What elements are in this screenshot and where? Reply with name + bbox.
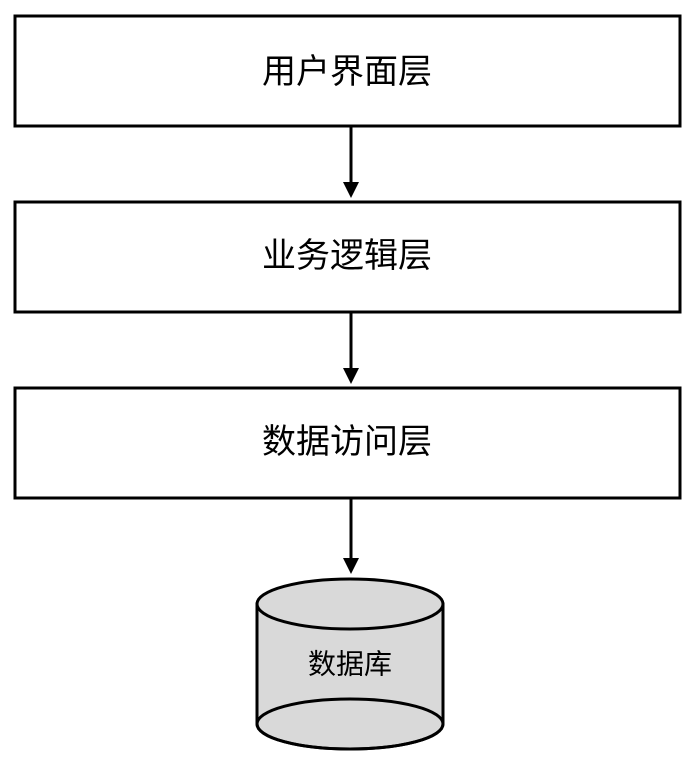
layer-box-business <box>13 200 682 314</box>
layer-label-ui: 用户界面层 <box>262 52 432 92</box>
arrow-head <box>343 558 359 574</box>
layer-label-business: 业务逻辑层 <box>262 236 432 276</box>
layer-box-data-access <box>13 386 682 500</box>
database-cylinder-icon: 数据库 <box>255 577 445 751</box>
arrow-head <box>343 182 359 198</box>
layer-business: 业务逻辑层 <box>13 200 682 314</box>
arrow-ui-to-business <box>343 126 359 198</box>
layer-box-ui <box>13 14 682 128</box>
arrow-head <box>343 368 359 384</box>
database-label: 数据库 <box>308 648 392 681</box>
database-top <box>255 577 445 631</box>
layer-label-data-access: 数据访问层 <box>262 422 432 462</box>
arrow-business-to-data-access <box>343 312 359 384</box>
database-bottom-rim <box>255 697 445 751</box>
layer-data-access: 数据访问层 <box>13 386 682 500</box>
arrow-data-access-to-database <box>343 498 359 574</box>
layer-ui: 用户界面层 <box>13 14 682 128</box>
